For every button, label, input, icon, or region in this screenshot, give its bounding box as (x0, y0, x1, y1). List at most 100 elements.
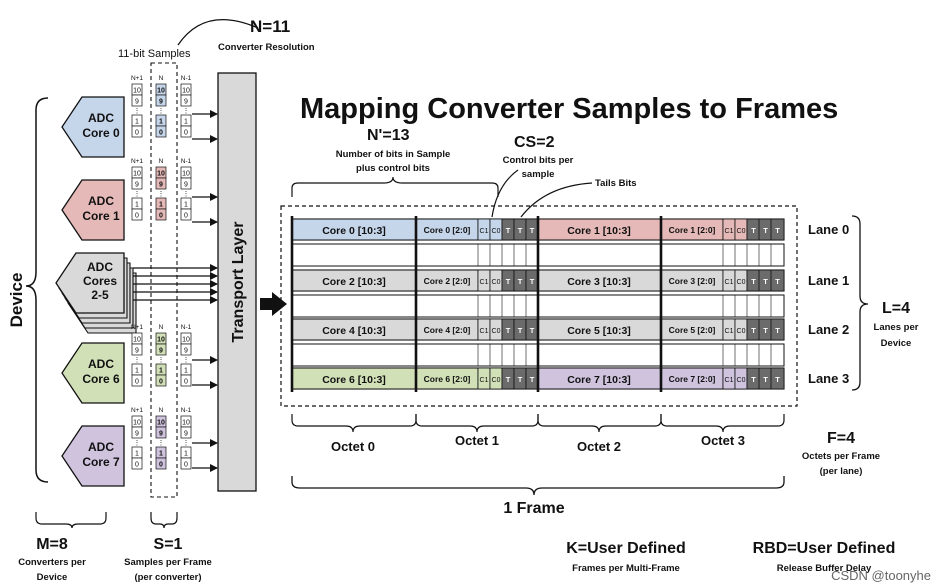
adc-cores-2-5-line1: ADC (87, 260, 113, 274)
sample-bit-label: 9 (184, 348, 188, 355)
adc-cores-2-5: ADC Cores 2-5 (55, 252, 137, 334)
sample-bit-cell (155, 94, 167, 107)
adc-core-1: ADC Core 1 (61, 179, 125, 241)
sample-col-header: N+1 (131, 324, 143, 331)
lane-0-hi1: Core 0 [10:3] (322, 225, 386, 237)
device-brace (25, 97, 49, 483)
sample-bit-cell (131, 94, 143, 107)
sample-col-header: N-1 (181, 324, 192, 331)
sample-bit-label: 9 (159, 431, 163, 438)
sample-col-header: N+1 (131, 407, 143, 414)
cs-caption-2: sample (522, 169, 555, 180)
s-param-value: S=1 (154, 536, 183, 553)
sample-bit-cell (180, 457, 192, 470)
sample-bit-label: 0 (135, 130, 139, 137)
s-param-caption-1: Samples per Frame (124, 557, 212, 568)
sample-bit-label: 1 (184, 202, 188, 209)
sample-bit-label: 1 (135, 202, 139, 209)
sample-bit-label: 0 (184, 379, 188, 386)
lane-3-c0a: C0 (492, 377, 501, 384)
octet-2-label: Octet 2 (577, 439, 621, 454)
lane-1-tail-a0: T (506, 277, 511, 286)
lane-0-tail-b0: T (751, 226, 756, 235)
sample-bit-ellipsis: ⋮ (158, 440, 165, 447)
sample-bit-ellipsis: ⋮ (134, 108, 141, 115)
sample-bit-cell (180, 343, 192, 356)
n-column-highlight (150, 62, 178, 498)
transport-layer-label: Transport Layer (230, 222, 247, 343)
resolution-caption: Converter Resolution (218, 42, 315, 53)
sample-bit-label: 9 (159, 99, 163, 106)
lane-1-hi1: Core 2 [10:3] (322, 276, 386, 288)
sample-bit-ellipsis: ⋮ (183, 440, 190, 447)
lane-2-lo1: Core 4 [2:0] (424, 325, 471, 335)
adc-core-6: ADC Core 6 (61, 342, 125, 404)
sample-col-header: N-1 (181, 407, 192, 414)
lane-0-tail-b2: T (775, 226, 780, 235)
sample-col-header: N+1 (131, 158, 143, 165)
sample-bit-label: 10 (182, 337, 190, 344)
adc-core-1-line1: ADC (88, 194, 114, 208)
adc-core-1-line2: Core 1 (82, 209, 120, 223)
octet-3-label: Octet 3 (701, 433, 745, 448)
sample-bit-label: 10 (182, 420, 190, 427)
tails-pointer (520, 182, 593, 218)
octet-1-label: Octet 1 (455, 433, 499, 448)
resolution-value: N=11 (250, 17, 290, 36)
sample-bit-ellipsis: ⋮ (134, 357, 141, 364)
sample-bit-ellipsis: ⋮ (183, 357, 190, 364)
sample-bit-ellipsis: ⋮ (158, 191, 165, 198)
n-prime-value: N'=13 (367, 127, 410, 144)
sample-bit-cell (131, 208, 143, 221)
sample-bit-label: 0 (135, 213, 139, 220)
sample-bit-label: 0 (135, 462, 139, 469)
k-param-caption: Frames per Multi-Frame (572, 563, 680, 574)
n-prime-caption-2: plus control bits (356, 163, 430, 174)
sample-bit-label: 1 (159, 451, 163, 458)
sample-bit-label: 9 (184, 99, 188, 106)
lane-3-c0b: C0 (737, 377, 746, 384)
lane-3-c1b: C1 (725, 377, 734, 384)
sample-bit-label: 1 (159, 202, 163, 209)
sample-bit-label: 0 (135, 379, 139, 386)
sample-bit-cell (155, 457, 167, 470)
cs-pointer (491, 169, 519, 218)
lane-2-hi1: Core 4 [10:3] (322, 325, 386, 337)
sample-bit-label: 0 (184, 213, 188, 220)
device-label: Device (7, 273, 26, 328)
sample-bit-label: 9 (184, 431, 188, 438)
sample-col-header: N-1 (181, 158, 192, 165)
lane-0-hi2: Core 1 [10:3] (567, 225, 631, 237)
adc-core-0-line1: ADC (88, 111, 114, 125)
lane-2-tail-b1: T (763, 326, 768, 335)
sample-bit-cell (180, 374, 192, 387)
sample-bit-cell (131, 374, 143, 387)
lane-3-tail-a2: T (530, 375, 535, 384)
sample-bit-label: 10 (133, 88, 141, 95)
sample-bit-cell (131, 125, 143, 138)
sample-bit-label: 9 (135, 348, 139, 355)
sample-columns: N+1109⋮10N109⋮10N-1109⋮10N+1109⋮10N109⋮1… (131, 75, 192, 470)
lane-2-tail-a0: T (506, 326, 511, 335)
sample-bit-cell (155, 125, 167, 138)
sample-bit-label: 9 (159, 348, 163, 355)
lane-1-tail-b1: T (763, 277, 768, 286)
lane-1-tail-b2: T (775, 277, 780, 286)
lane-1-lo2: Core 3 [2:0] (669, 276, 716, 286)
sample-bit-cell (155, 208, 167, 221)
sample-bit-label: 1 (184, 119, 188, 126)
rbd-param-value: RBD=User Defined (753, 540, 896, 557)
lane-3-lo1: Core 6 [2:0] (424, 374, 471, 384)
sample-bit-label: 0 (184, 462, 188, 469)
s-param-caption-2: (per converter) (134, 572, 201, 583)
lane-3-tail-b2: T (775, 375, 780, 384)
lane-2-c0a: C0 (492, 328, 501, 335)
sample-bit-cell (155, 177, 167, 190)
sample-bit-cell (155, 374, 167, 387)
lane-0-c0b: C0 (737, 228, 746, 235)
lane-0-c1a: C1 (480, 228, 489, 235)
sample-bit-label: 0 (159, 379, 163, 386)
